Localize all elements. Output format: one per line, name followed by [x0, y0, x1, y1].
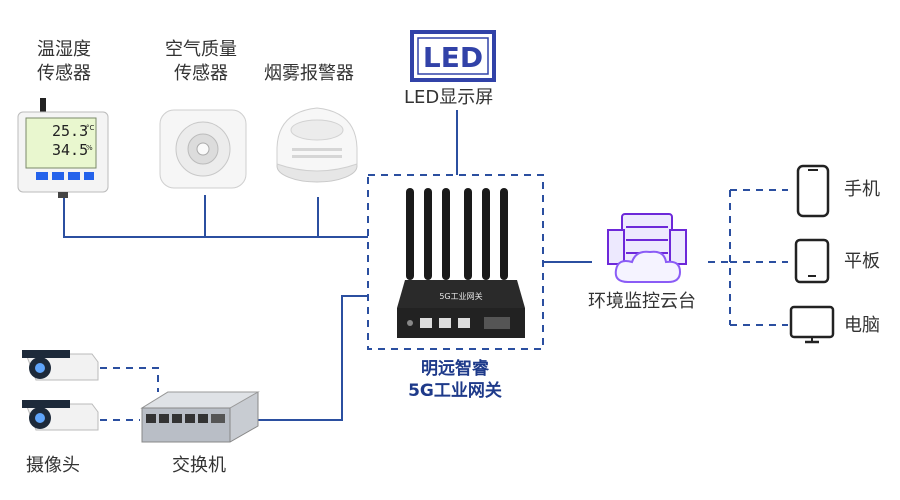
cloud-server-icon	[607, 213, 687, 283]
dashed-links	[100, 174, 788, 421]
camera-bottom	[22, 400, 99, 431]
gateway-title-line1: 明远智睿	[421, 359, 489, 379]
switch-gateway-link	[258, 295, 368, 421]
tablet-label: 平板	[844, 251, 880, 272]
tablet-icon	[794, 238, 830, 284]
network-switch	[140, 391, 260, 443]
led-sign-text: LED	[423, 41, 483, 74]
camera-top-link	[100, 367, 159, 392]
screen-hum-unit: %	[86, 144, 93, 152]
switch-label: 交换机	[172, 455, 226, 476]
screen-hum: 34.5	[52, 141, 88, 159]
led-display-label: LED显示屏	[404, 87, 494, 108]
air-quality-label-line1: 空气质量	[165, 39, 237, 60]
temp-humidity-label-line2: 传感器	[37, 63, 91, 84]
gateway-device-text: 5G工业网关	[439, 291, 482, 301]
phone-icon	[796, 164, 830, 218]
gateway-title-line2: 5G工业网关	[408, 381, 502, 401]
air-quality-sensor	[159, 109, 247, 189]
cloud-device-branch	[708, 189, 788, 326]
pc-label: 电脑	[844, 315, 880, 336]
screen-temp-unit: °C	[86, 124, 95, 132]
phone-label: 手机	[844, 179, 880, 200]
temp-humidity-label-line1: 温湿度	[37, 39, 91, 60]
cloud-label: 环境监控云台	[588, 291, 696, 312]
gateway-title: 明远智睿 5G工业网关	[370, 358, 540, 402]
temp-humidity-label: 温湿度 传感器	[26, 38, 102, 86]
smoke-alarm	[276, 107, 358, 183]
connection-lines	[63, 110, 592, 421]
sensor-bus-line	[63, 195, 368, 238]
camera-label: 摄像头	[26, 455, 80, 476]
smoke-alarm-label: 烟雾报警器	[264, 63, 354, 84]
air-quality-label: 空气质量 传感器	[156, 38, 246, 86]
screen-temp: 25.3	[52, 122, 88, 140]
pc-icon	[789, 305, 835, 344]
air-quality-label-line2: 传感器	[174, 63, 228, 84]
camera-top	[22, 350, 99, 381]
temp-humidity-sensor: 25.3 °C 34.5 %	[17, 98, 109, 198]
gateway-device: 5G工业网关	[397, 188, 525, 338]
led-display: LED	[410, 30, 496, 82]
